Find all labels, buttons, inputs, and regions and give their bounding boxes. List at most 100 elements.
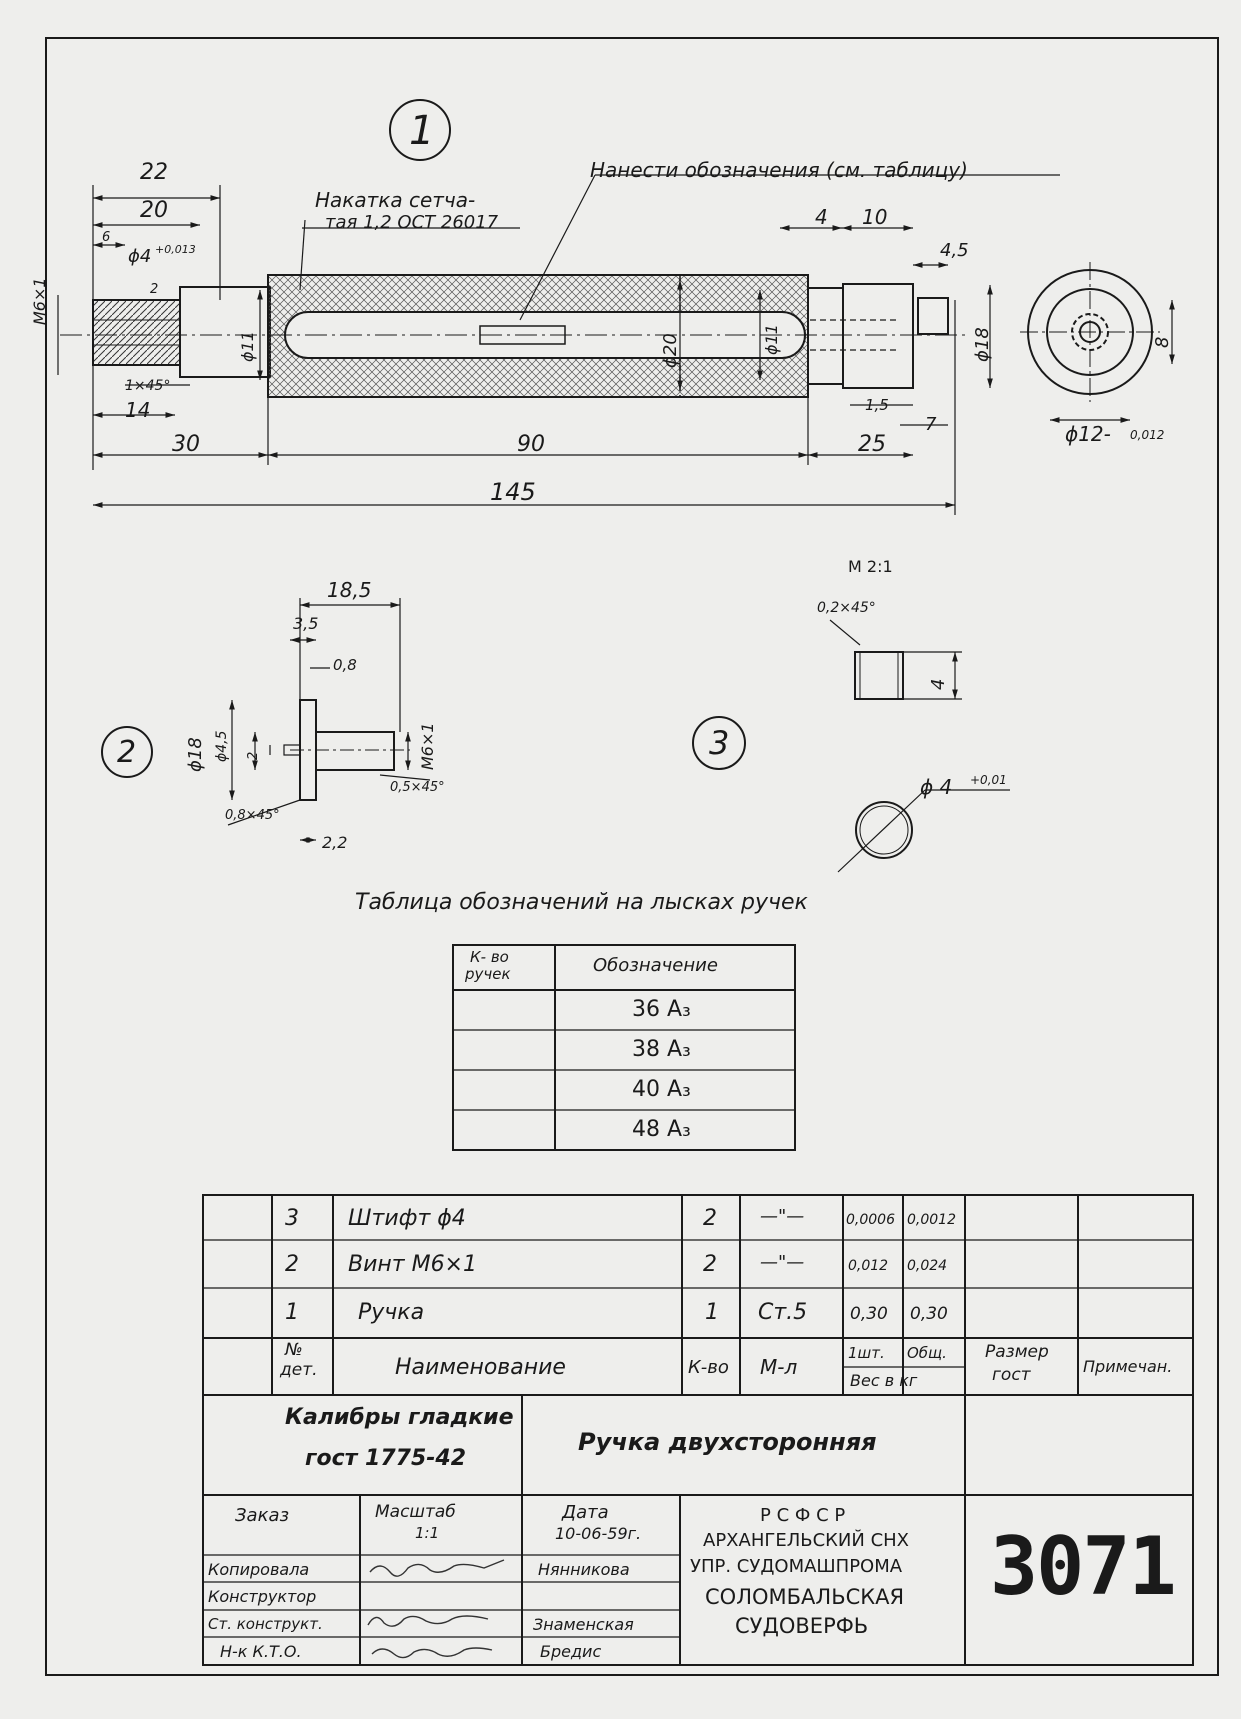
- part-weight-one: 0,012: [848, 1258, 889, 1274]
- marking-header-qty-line2: ручек: [465, 965, 511, 983]
- v2-dim-phi4-5: ϕ4,5: [214, 730, 230, 763]
- v3-dim-4: 4: [928, 678, 949, 690]
- header-size-line1: Размер: [985, 1342, 1049, 1362]
- view3-number: 3: [709, 724, 730, 762]
- header-name: Наименование: [395, 1355, 566, 1380]
- header-qty: К-во: [688, 1357, 729, 1378]
- group-line2: гост 1775-42: [305, 1446, 467, 1471]
- v2-dim-18-5: 18,5: [327, 578, 372, 602]
- v3-chamfer: 0,2×45°: [817, 600, 876, 616]
- org-line5: СУДОВЕРФЬ: [735, 1614, 869, 1638]
- date-value: 10-06-59г.: [555, 1524, 642, 1543]
- marking-row-designation: 38 А₃: [632, 1037, 691, 1062]
- note-marking: Нанести обозначения (см. таблицу): [590, 158, 968, 182]
- note-knurl-line2: тая 1,2 ОСТ 26017: [325, 212, 499, 233]
- org-line4: СОЛОМБАЛЬСКАЯ: [705, 1585, 905, 1609]
- view1-dimension-lines: [57, 174, 1175, 515]
- role-label: Н-к К.Т.О.: [220, 1642, 302, 1661]
- view2-dimension-lines: [227, 598, 431, 843]
- dim-145: 145: [490, 478, 536, 506]
- dim-phi4: ϕ4: [128, 246, 152, 267]
- header-no-line2: дет.: [280, 1360, 318, 1380]
- view2-screw: [283, 699, 410, 801]
- v3-scale: M 2:1: [848, 557, 893, 576]
- part-qty: 2: [703, 1206, 717, 1231]
- role-person: Знаменская: [533, 1615, 634, 1634]
- part-weight-total: 0,30: [910, 1304, 948, 1324]
- v2-dim-chamfer-05: 0,5×45°: [390, 780, 445, 795]
- dim-10: 10: [862, 205, 888, 229]
- signatures: [367, 1559, 505, 1659]
- dim-7: 7: [925, 414, 937, 435]
- part-name: Ручка: [358, 1300, 425, 1325]
- marking-header-qty-line1: К- во: [470, 948, 509, 966]
- part-no: 1: [285, 1300, 299, 1325]
- dim-25: 25: [858, 432, 886, 457]
- dim-chamfer-1x45: 1×45°: [125, 378, 171, 394]
- dim-4-5: 4,5: [940, 240, 969, 261]
- dim-phi20: ϕ20: [660, 333, 681, 368]
- v3-dim-phi4: ϕ 4: [920, 775, 953, 799]
- date-label: Дата: [562, 1502, 609, 1523]
- part-weight-total: 0,024: [907, 1258, 948, 1274]
- dim-phi12-tol: 0,012: [1130, 428, 1165, 442]
- dim-phi4-tol: +0,013: [155, 243, 196, 256]
- header-weight-total: Общ.: [907, 1344, 947, 1362]
- view3-number-circle: [692, 716, 746, 770]
- role-person: Нянникова: [538, 1560, 630, 1579]
- group-line1: Калибры гладкие: [285, 1405, 514, 1430]
- header-no-line1: №: [285, 1340, 303, 1360]
- v2-dim-chamfer-08: 0,8×45°: [225, 808, 280, 823]
- view1-number: 1: [409, 108, 435, 154]
- view1-end-view: [1020, 262, 1160, 402]
- part-no: 2: [285, 1252, 299, 1277]
- header-weight: Вес в кг: [850, 1371, 918, 1390]
- dim-phi18: ϕ18: [972, 327, 993, 362]
- part-qty: 1: [705, 1300, 719, 1325]
- v2-dim-2: 2: [246, 751, 261, 760]
- drawing-name: Ручка двухсторонняя: [578, 1428, 877, 1456]
- view3-pin: [854, 651, 913, 859]
- title-block-grid: [202, 1194, 1194, 1666]
- view1-number-circle: [389, 99, 451, 161]
- view2-number: 2: [117, 735, 137, 770]
- part-no: 3: [285, 1206, 299, 1231]
- org-line3: УПР. СУДОМАШПРОМА: [690, 1556, 903, 1577]
- role-label: Копировала: [208, 1560, 310, 1579]
- org-line2: АРХАНГЕЛЬСКИЙ СНХ: [703, 1530, 910, 1551]
- marking-table-grid: [452, 944, 796, 1151]
- part-material: —"—: [760, 1252, 805, 1273]
- header-note: Примечан.: [1083, 1357, 1173, 1376]
- marking-row-designation: 40 А₃: [632, 1077, 691, 1102]
- header-size-line2: гост: [992, 1365, 1031, 1385]
- view2-number-circle: [101, 726, 153, 778]
- dim-6: 6: [102, 230, 111, 245]
- v2-dim-2-2: 2,2: [322, 833, 348, 852]
- v2-dim-0-8: 0,8: [333, 656, 357, 674]
- dim-20: 20: [140, 198, 168, 223]
- order-label: Заказ: [235, 1505, 290, 1526]
- dim-8: 8: [1152, 336, 1173, 348]
- dim-m6x1: M6×1: [30, 277, 49, 325]
- role-person: Бредис: [540, 1642, 602, 1661]
- dim-30: 30: [172, 432, 200, 457]
- dim-phi11-left: ϕ11: [238, 331, 257, 362]
- header-weight-one: 1шт.: [848, 1344, 885, 1362]
- dim-22: 22: [140, 160, 168, 185]
- part-material: —"—: [760, 1206, 805, 1227]
- sheet-frame: [45, 37, 1219, 1676]
- dim-2: 2: [150, 282, 159, 297]
- part-weight-one: 0,0006: [846, 1212, 895, 1228]
- v2-dim-phi18: ϕ18: [185, 737, 206, 772]
- org-line1: Р С Ф С Р: [760, 1505, 846, 1526]
- v2-dim-m6x1: M6×1: [418, 722, 437, 770]
- marking-row-designation: 36 А₃: [632, 997, 691, 1022]
- role-label: Конструктор: [208, 1587, 317, 1606]
- part-name: Штифт ϕ4: [348, 1206, 466, 1231]
- part-weight-total: 0,0012: [907, 1212, 956, 1228]
- view3-dimension-lines: [829, 619, 1010, 873]
- document-number: 3071: [990, 1520, 1177, 1613]
- dim-14: 14: [125, 398, 151, 422]
- view1-handle: [60, 274, 965, 398]
